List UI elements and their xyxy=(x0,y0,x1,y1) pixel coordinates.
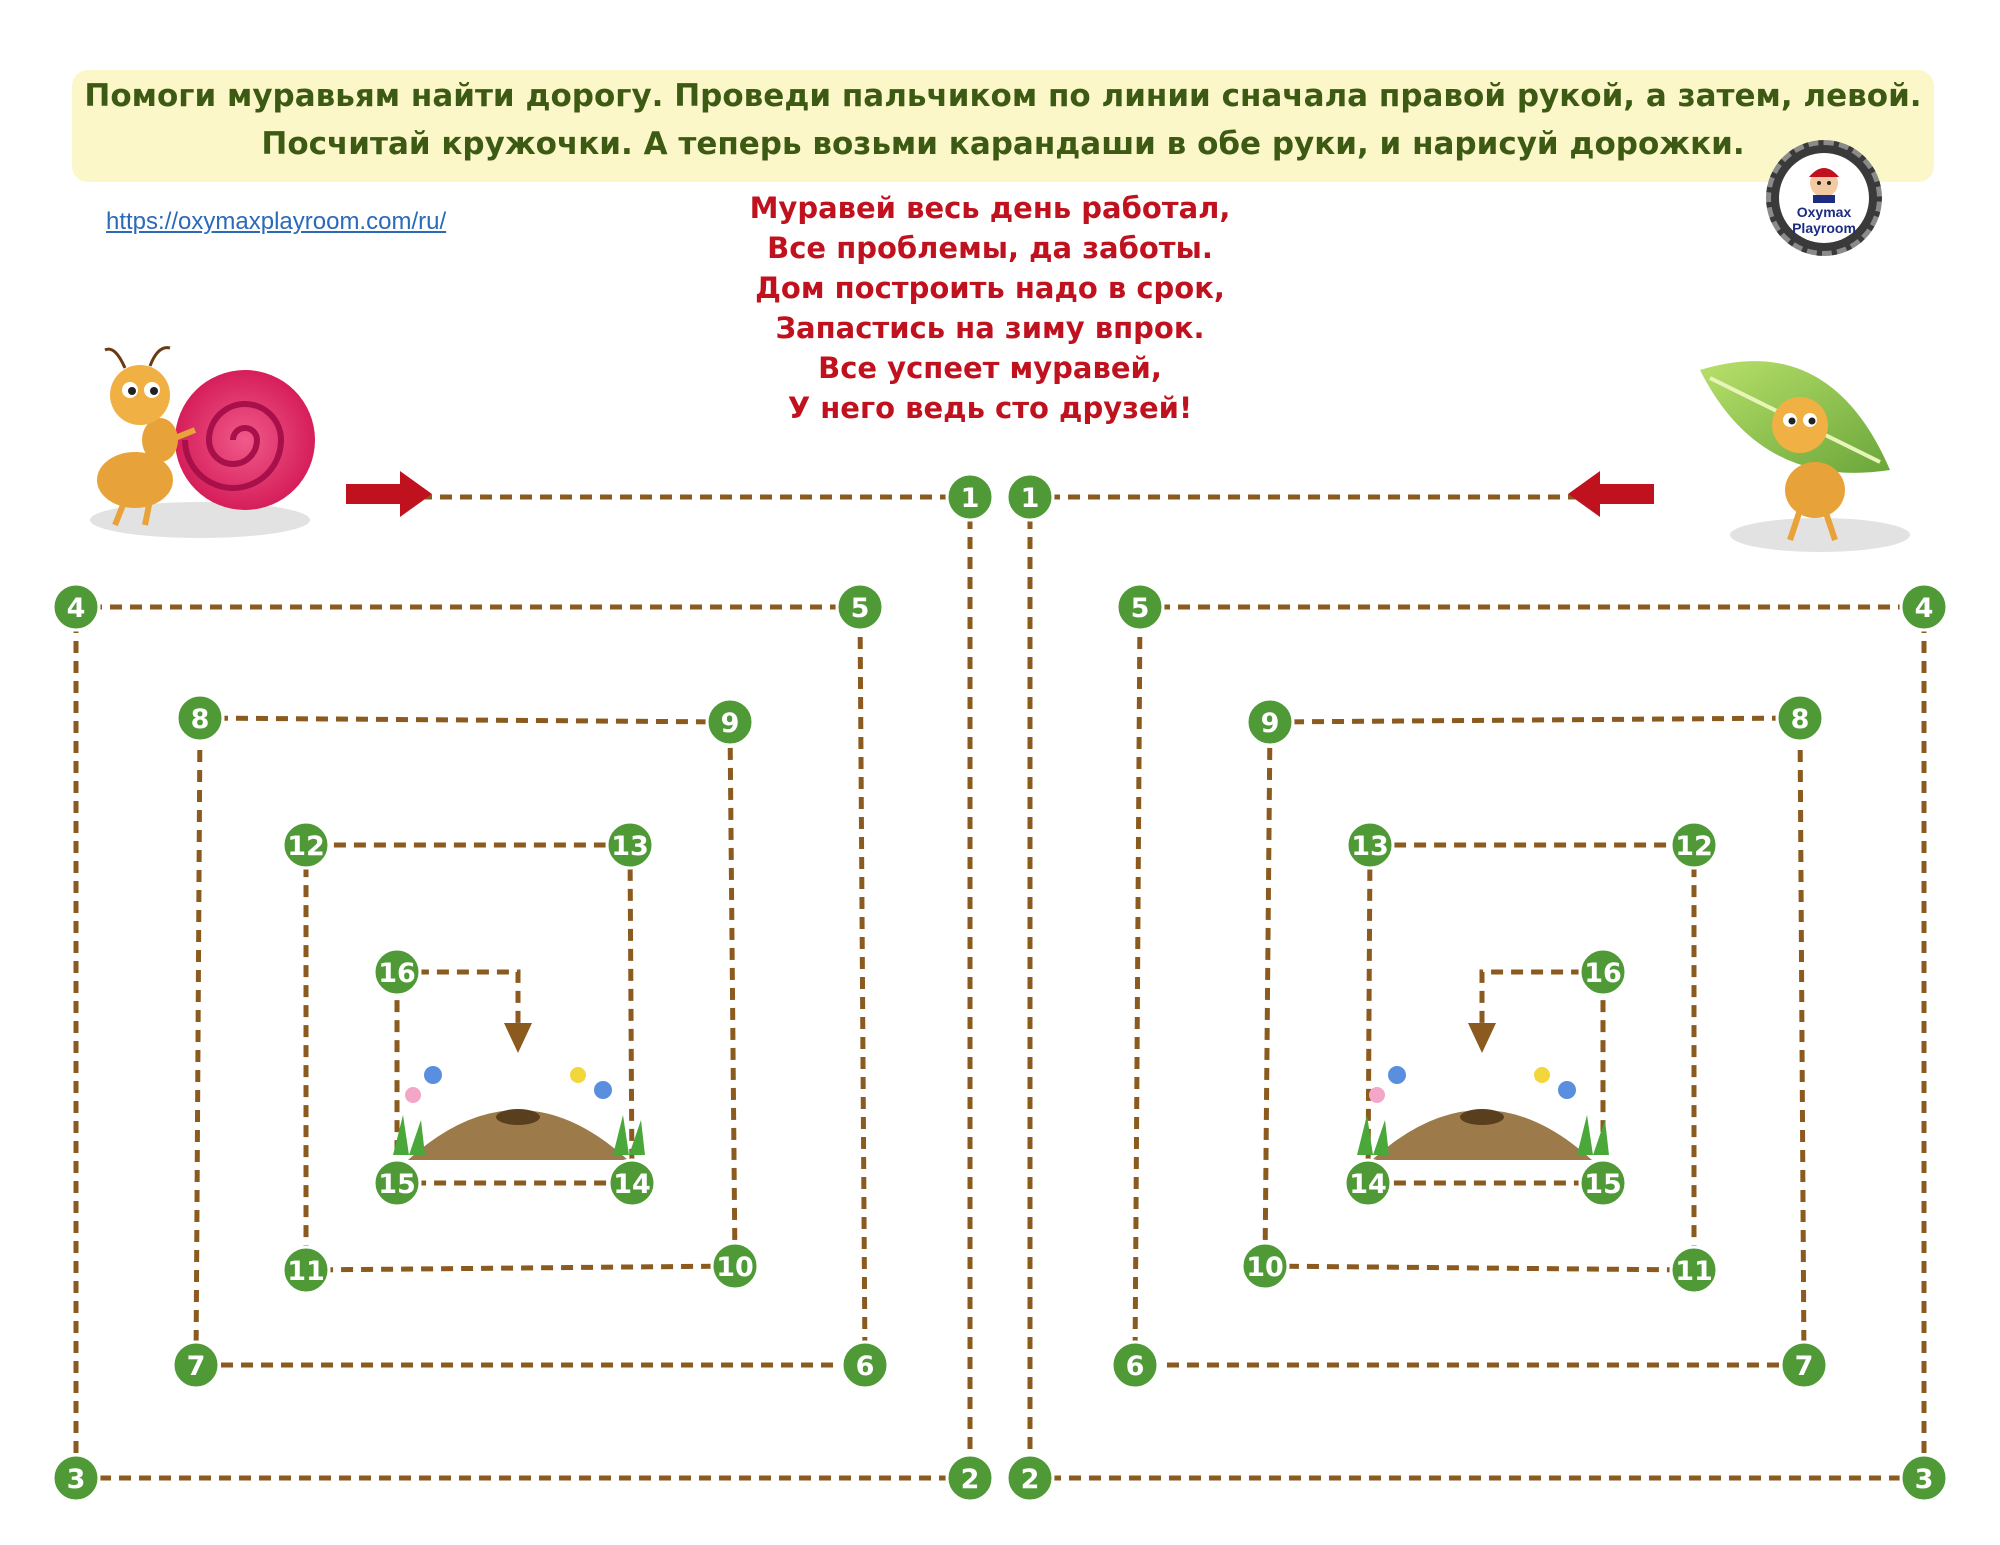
checkpoint-number: 5 xyxy=(851,593,870,624)
oxymax-logo: Oxymax Playroom xyxy=(1766,140,1882,256)
checkpoint-7: 7 xyxy=(1779,1340,1829,1390)
checkpoint-15: 15 xyxy=(1578,1158,1628,1208)
poem-line: У него ведь сто друзей! xyxy=(787,391,1193,425)
ant-with-leaf-illustration xyxy=(1700,361,1910,552)
checkpoint-4: 4 xyxy=(1899,582,1949,632)
logo-badge: Oxymax Playroom xyxy=(1779,153,1869,243)
checkpoint-5: 5 xyxy=(835,582,885,632)
checkpoint-number: 2 xyxy=(961,1464,980,1495)
checkpoint-number: 15 xyxy=(378,1169,416,1200)
maze-path-line xyxy=(1027,497,1927,1481)
checkpoint-number: 6 xyxy=(1126,1351,1145,1382)
logo-text-line-1: Oxymax xyxy=(1796,204,1852,220)
checkpoint-12: 12 xyxy=(1669,820,1719,870)
logo-text-line-2: Playroom xyxy=(1792,220,1856,236)
checkpoint-number: 3 xyxy=(1915,1464,1934,1495)
checkpoint-8: 8 xyxy=(1775,693,1825,743)
checkpoint-2: 2 xyxy=(1005,1453,1055,1503)
finish-arrow-icon xyxy=(504,1023,532,1053)
checkpoint-number: 7 xyxy=(187,1351,206,1382)
checkpoint-15: 15 xyxy=(372,1158,422,1208)
poem-line: Все успеет муравей, xyxy=(818,351,1162,385)
checkpoint-number: 9 xyxy=(721,708,740,739)
website-link[interactable]: https://oxymaxplayroom.com/ru/ xyxy=(106,208,447,235)
checkpoint-number: 11 xyxy=(1675,1256,1713,1287)
checkpoint-number: 12 xyxy=(287,831,325,862)
checkpoint-number: 7 xyxy=(1795,1351,1814,1382)
checkpoint-6: 6 xyxy=(1110,1340,1160,1390)
checkpoint-3: 3 xyxy=(51,1453,101,1503)
checkpoint-8: 8 xyxy=(175,693,225,743)
maze-path-line xyxy=(73,497,973,1481)
checkpoint-9: 9 xyxy=(705,697,755,747)
checkpoint-number: 10 xyxy=(1246,1252,1284,1283)
checkpoint-number: 16 xyxy=(1584,958,1622,989)
checkpoint-number: 8 xyxy=(191,704,210,735)
poem: Муравей весь день работал, Все проблемы,… xyxy=(630,188,1350,428)
anthill-illustration xyxy=(1357,1066,1609,1160)
checkpoint-3: 3 xyxy=(1899,1453,1949,1503)
checkpoint-number: 4 xyxy=(1915,593,1934,624)
checkpoint-number: 5 xyxy=(1131,593,1150,624)
checkpoint-number: 15 xyxy=(1584,1169,1622,1200)
checkpoint-number: 1 xyxy=(961,483,980,514)
checkpoint-number: 2 xyxy=(1021,1464,1040,1495)
checkpoint-14: 14 xyxy=(607,1158,657,1208)
poem-line: Запастись на зиму впрок. xyxy=(775,311,1205,345)
checkpoint-11: 11 xyxy=(1669,1245,1719,1295)
checkpoint-number: 10 xyxy=(716,1252,754,1283)
checkpoint-13: 13 xyxy=(605,820,655,870)
checkpoint-16: 16 xyxy=(372,947,422,997)
instructions-line-2: Посчитай кружочки. А теперь возьми каран… xyxy=(261,126,1745,162)
checkpoint-1: 1 xyxy=(945,472,995,522)
checkpoint-14: 14 xyxy=(1343,1158,1393,1208)
start-arrow-icon xyxy=(1568,471,1654,517)
checkpoint-13: 13 xyxy=(1345,820,1395,870)
checkpoint-number: 6 xyxy=(856,1351,875,1382)
ant-with-flower-illustration xyxy=(90,346,315,538)
checkpoint-number: 9 xyxy=(1261,708,1280,739)
poem-line: Муравей весь день работал, xyxy=(749,191,1231,225)
checkpoint-10: 10 xyxy=(1240,1241,1290,1291)
checkpoint-number: 8 xyxy=(1791,704,1810,735)
checkpoint-6: 6 xyxy=(840,1340,890,1390)
checkpoint-16: 16 xyxy=(1578,947,1628,997)
poem-line: Все проблемы, да заботы. xyxy=(767,231,1213,265)
checkpoint-7: 7 xyxy=(171,1340,221,1390)
anthill-illustration xyxy=(393,1066,645,1160)
instructions-banner: Помоги муравьям найти дорогу. Проведи па… xyxy=(72,70,1934,182)
checkpoint-11: 11 xyxy=(281,1245,331,1295)
checkpoint-number: 12 xyxy=(1675,831,1713,862)
checkpoint-number: 4 xyxy=(67,593,86,624)
checkpoint-12: 12 xyxy=(281,820,331,870)
checkpoint-2: 2 xyxy=(945,1453,995,1503)
checkpoint-number: 16 xyxy=(378,958,416,989)
checkpoint-number: 14 xyxy=(1349,1169,1387,1200)
start-arrow-icon xyxy=(346,471,432,517)
checkpoint-1: 1 xyxy=(1005,472,1055,522)
checkpoint-4: 4 xyxy=(51,582,101,632)
checkpoint-5: 5 xyxy=(1115,582,1165,632)
logo-mascot-icon xyxy=(1809,168,1839,203)
checkpoint-number: 14 xyxy=(613,1169,651,1200)
checkpoint-number: 11 xyxy=(287,1256,325,1287)
checkpoint-number: 3 xyxy=(67,1464,86,1495)
poem-line: Дом построить надо в срок, xyxy=(755,271,1225,305)
finish-arrow-icon xyxy=(1468,1023,1496,1053)
checkpoint-9: 9 xyxy=(1245,697,1295,747)
checkpoint-number: 1 xyxy=(1021,483,1040,514)
instructions-line-1: Помоги муравьям найти дорогу. Проведи па… xyxy=(84,78,1922,114)
checkpoint-10: 10 xyxy=(710,1241,760,1291)
checkpoint-number: 13 xyxy=(611,831,649,862)
checkpoint-number: 13 xyxy=(1351,831,1389,862)
